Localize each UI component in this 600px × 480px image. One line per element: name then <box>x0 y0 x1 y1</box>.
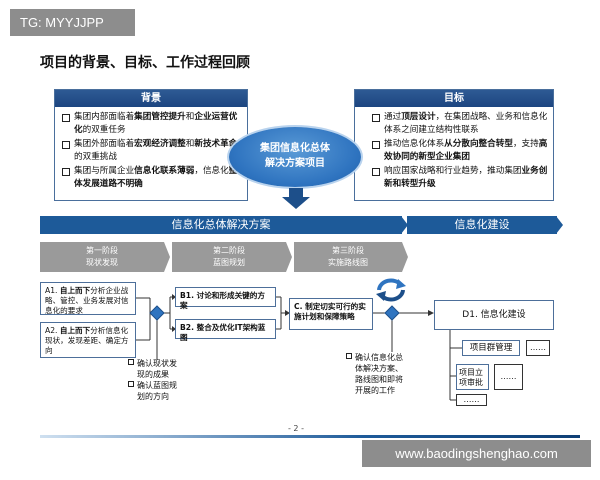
placeholder-box: …… <box>494 364 523 390</box>
background-title: 背景 <box>55 90 247 107</box>
watermark-label: www.baodingshenghao.com <box>362 440 591 467</box>
construction-bar: 信息化建设 <box>407 216 557 234</box>
background-item: 集团与所属企业信息化联系薄弱，信息化整体发展道路不明确 <box>61 165 243 190</box>
stage-arrow-icon <box>286 242 292 272</box>
note-stage-3: 确认信息化总 体解决方案、 路线图和即将 开展的工作 <box>346 352 432 396</box>
page-number: - 2 - <box>288 424 304 433</box>
solution-bar: 信息化总体解决方案 <box>40 216 402 234</box>
checkbox-icon <box>128 359 134 365</box>
stage-arrow-icon <box>402 242 408 272</box>
checkbox-icon <box>346 353 352 359</box>
page-title: 项目的背景、目标、工作过程回顾 <box>40 55 250 71</box>
box-d1: D1. 信息化建设 <box>434 300 554 330</box>
bar-arrow-icon <box>401 216 408 234</box>
down-arrow-icon <box>282 188 310 209</box>
cycle-icon <box>376 278 406 302</box>
box-a2: A2. 自上而下分析信息化现状，发现差距、确定方向 <box>40 322 136 358</box>
placeholder-box: …… <box>526 340 550 356</box>
stage-1: 第一阶段现状发现 <box>40 242 164 272</box>
stage-arrow-icon <box>164 242 170 272</box>
background-item: 集团内部面临着集团管控提升和企业运营优化的双重任务 <box>61 111 243 136</box>
box-b2: B2. 整合及优化IT架构蓝图 <box>175 319 276 342</box>
goal-title: 目标 <box>355 90 553 107</box>
goal-item: 通过顶层设计，在集团战略、业务和信息化体系之间建立结构性联系 <box>371 111 549 136</box>
checkbox-icon <box>128 381 134 387</box>
project-oval: 集团信息化总体 解决方案项目 <box>229 127 361 187</box>
bar-end-arrow-icon <box>556 216 563 234</box>
project-review: 项目立项审批 <box>456 364 489 390</box>
project-group-mgmt: 项目群管理 <box>462 340 520 356</box>
footer-rule <box>40 435 580 438</box>
background-item: 集团外部面临着宏观经济调整和新技术革命的双重挑战 <box>61 138 243 163</box>
stage-3: 第三阶段实施路线图 <box>294 242 402 272</box>
oval-line-2: 解决方案项目 <box>265 158 325 169</box>
goal-item: 响应国家战略和行业趋势，推动集团业务创新和转型升级 <box>371 165 549 190</box>
placeholder-box: …… <box>456 394 487 406</box>
box-b1: B1. 讨论和形成关键的方案 <box>175 287 276 310</box>
box-c: C. 制定切实可行的实施计划和保障策略 <box>289 298 373 330</box>
goal-item: 推动信息化体系从分散向整合转型，支持高效协同的新型企业集团 <box>371 138 549 163</box>
stage-2: 第二阶段蓝图规划 <box>172 242 286 272</box>
box-a1: A1. 自上而下分析企业战略、管控、业务发展对信息化的要求 <box>40 282 136 315</box>
oval-line-1: 集团信息化总体 <box>260 143 330 154</box>
note-stage-1: 确认现状发 现的成果 确认蓝图规 划的方向 <box>128 358 208 402</box>
tag-label: TG: MYYJJPP <box>10 9 135 36</box>
background-panel: 背景 集团内部面临着集团管控提升和企业运营优化的双重任务 集团外部面临着宏观经济… <box>54 89 248 201</box>
goal-panel: 目标 通过顶层设计，在集团战略、业务和信息化体系之间建立结构性联系 推动信息化体… <box>354 89 554 201</box>
